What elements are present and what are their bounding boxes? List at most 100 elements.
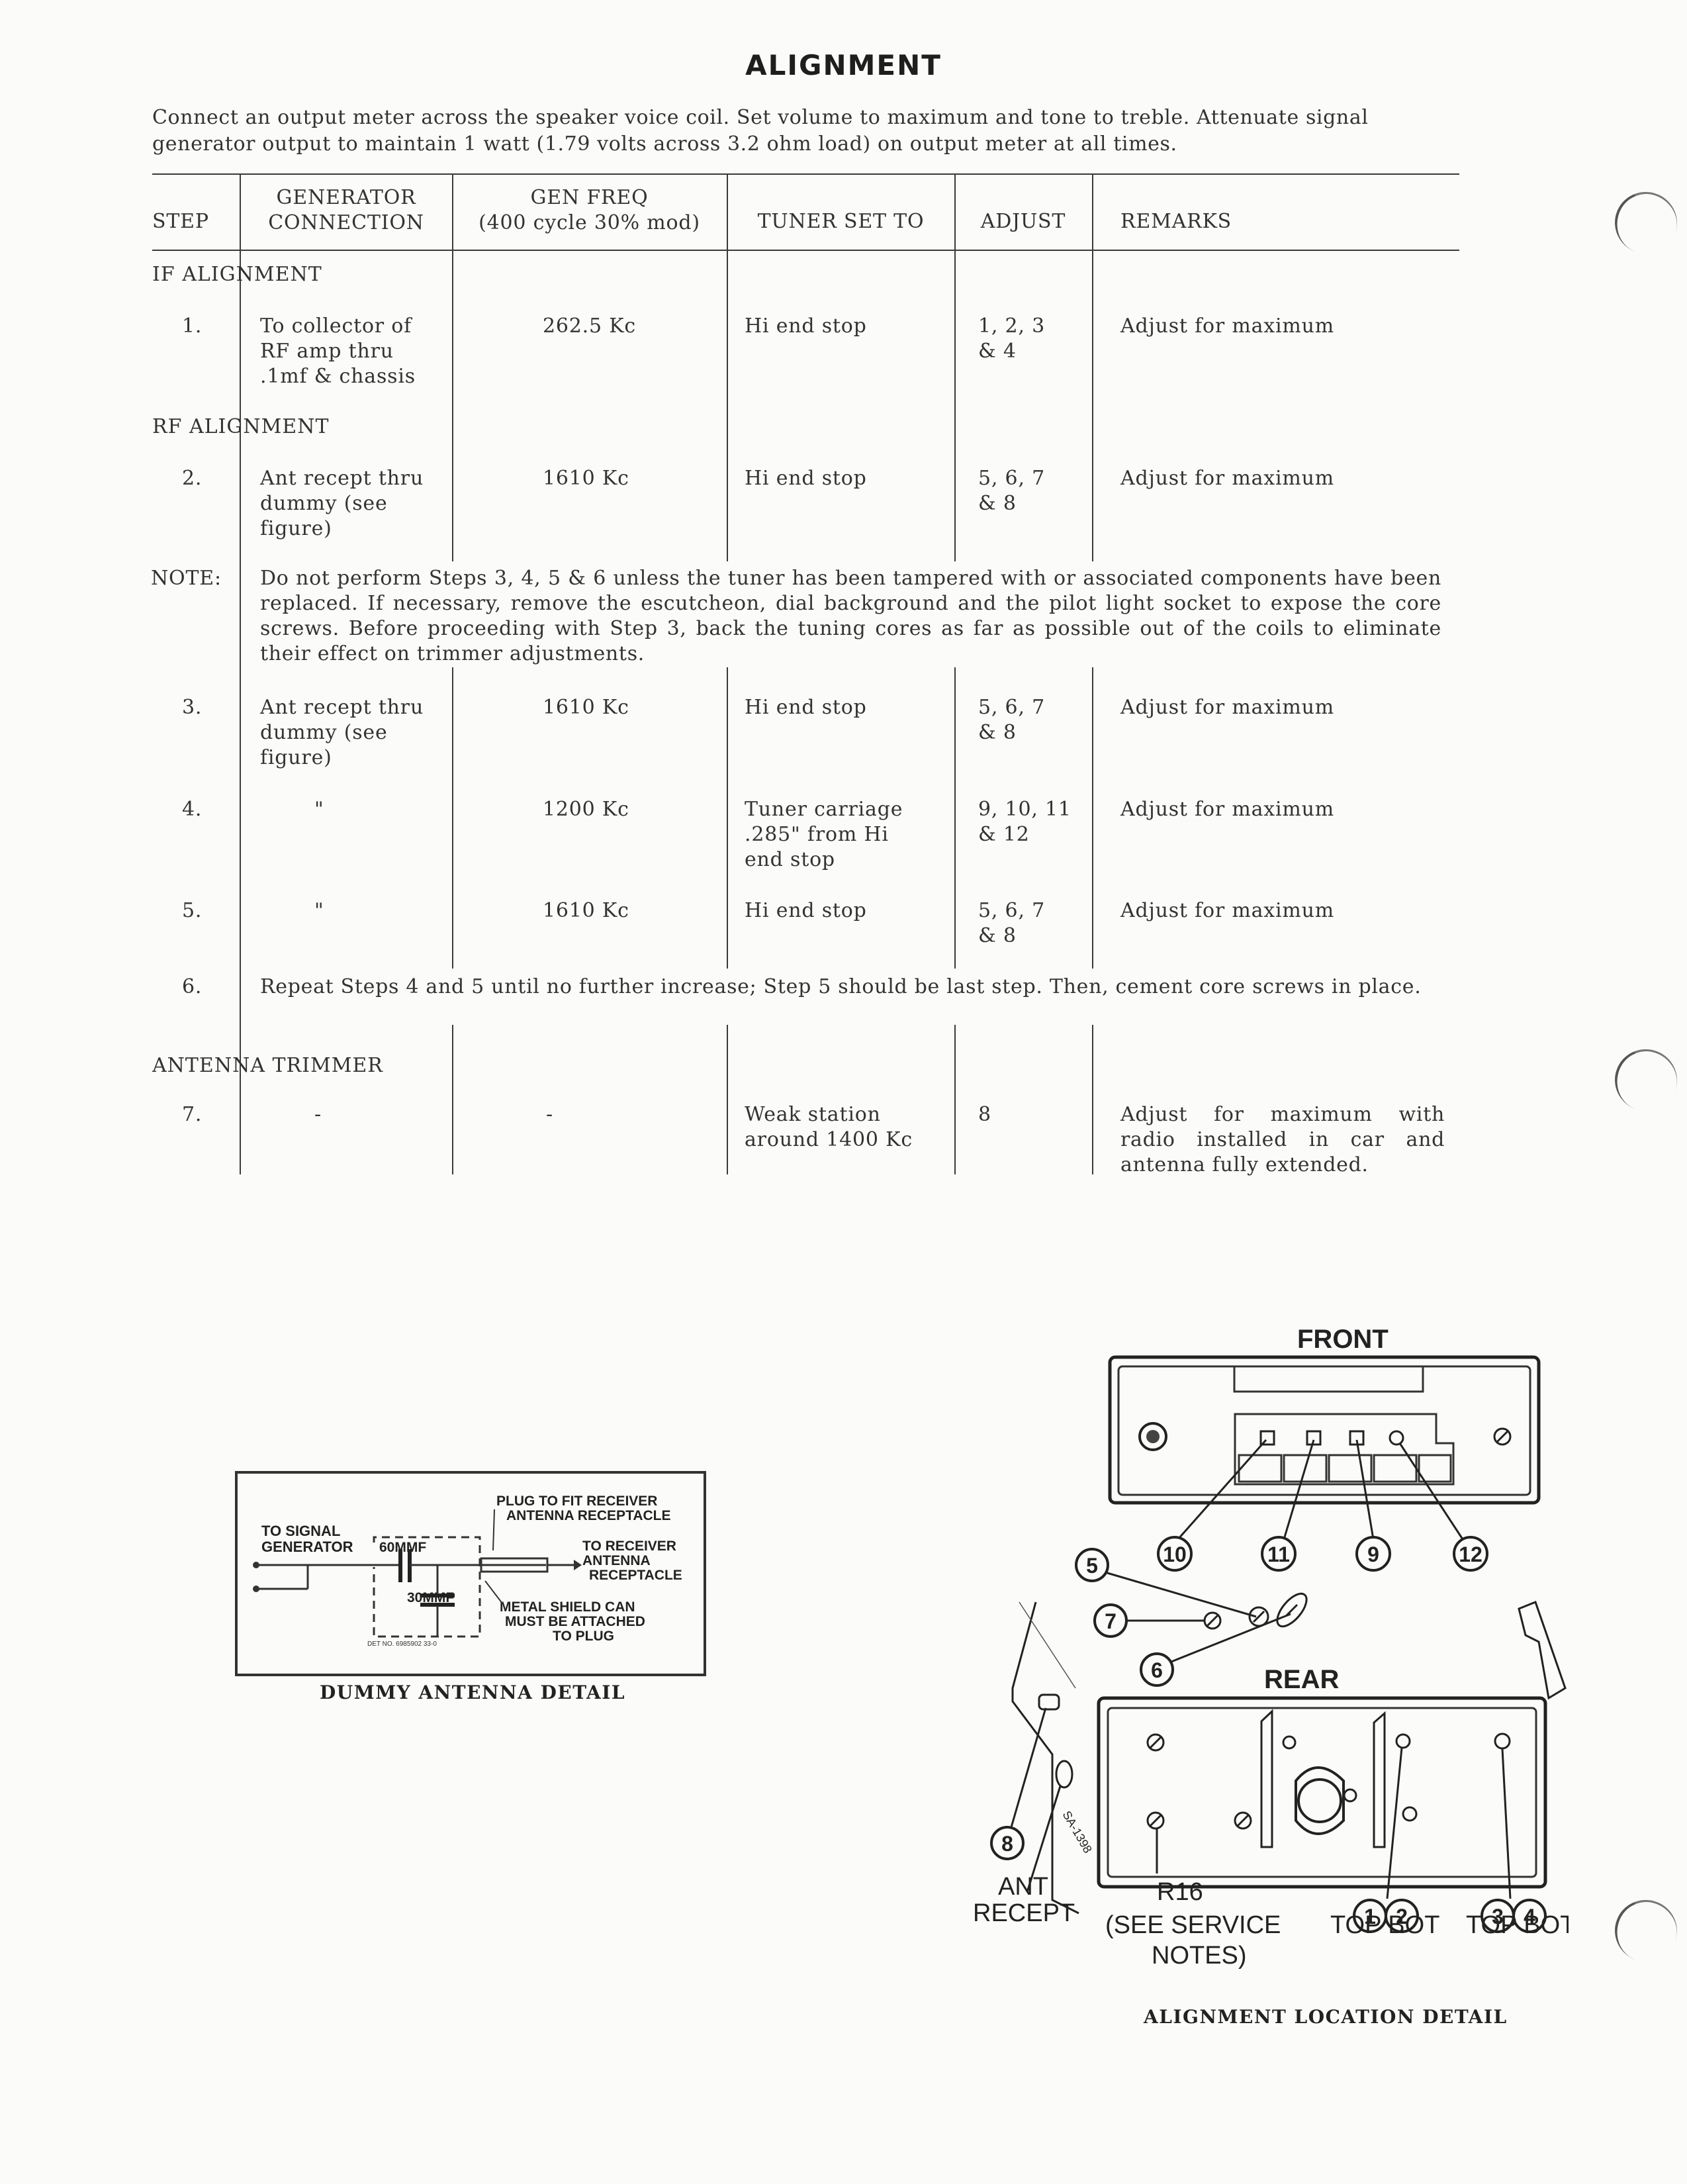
row-2-connection: Ant recept thru dummy (see figure) (260, 467, 424, 540)
row-2-freq: 1610 Kc (543, 467, 629, 490)
label-det-no: DET NO. 6985902 33-0 (367, 1640, 437, 1648)
callout-2: 2 (1396, 1905, 1408, 1928)
row-2-adjust: 5, 6, 7 & 8 (978, 467, 1046, 515)
label-to-signal: TO SIGNAL (261, 1523, 340, 1539)
callout-9: 9 (1367, 1543, 1379, 1566)
callout-11: 11 (1267, 1543, 1290, 1566)
header-tuner-set-to: TUNER SET TO (757, 210, 925, 233)
callout-5: 5 (1086, 1554, 1098, 1578)
section-if-alignment: IF ALIGNMENT (152, 263, 322, 286)
callout-8: 8 (1001, 1832, 1013, 1856)
header-generator-connection: GENERATOR CONNECTION (268, 186, 424, 234)
label-to-receiver-1: TO RECEIVER (582, 1539, 676, 1554)
row-7-connection: - (314, 1103, 322, 1126)
label-rear: REAR (1264, 1665, 1339, 1694)
row-7-freq: - (546, 1103, 553, 1126)
dummy-antenna-diagram: TO SIGNAL GENERATOR 60MMF 30MMF PLUG TO … (235, 1471, 706, 1676)
label-front: FRONT (1297, 1325, 1389, 1354)
row-3-freq: 1610 Kc (543, 696, 629, 719)
row-3-remarks: Adjust for maximum (1120, 696, 1334, 719)
header-adjust: ADJUST (980, 210, 1066, 233)
label-60mmf: 60MMF (379, 1540, 426, 1555)
row-3-connection: Ant recept thru dummy (see figure) (260, 696, 424, 769)
row-1-connection: To collector of RF amp thru .1mf & chass… (260, 314, 416, 388)
row-2-tuner: Hi end stop (745, 467, 867, 490)
dummy-antenna-caption: DUMMY ANTENNA DETAIL (320, 1682, 626, 1703)
label-r16: R16 (1157, 1878, 1203, 1906)
row-4-tuner: Tuner carriage .285" from Hi end stop (745, 798, 903, 871)
label-shield-1: METAL SHIELD CAN (500, 1599, 635, 1615)
col-divider (727, 173, 728, 1174)
row-3-adjust: 5, 6, 7 & 8 (978, 696, 1046, 744)
label-generator: GENERATOR (261, 1539, 353, 1555)
row-1-adjust: 1, 2, 3 & 4 (978, 314, 1046, 363)
row-1-step: 1. (182, 314, 203, 338)
label-to-receiver-3: RECEPTACLE (589, 1568, 682, 1583)
row-1-freq: 262.5 Kc (543, 314, 637, 338)
section-antenna-trimmer: ANTENNA TRIMMER (152, 1054, 383, 1077)
header-gen-freq: GEN FREQ (400 cycle 30% mod) (479, 186, 700, 234)
table-top-rule (152, 173, 1459, 175)
row-5-step: 5. (182, 899, 203, 922)
intro-text: Connect an output meter across the speak… (152, 106, 1369, 156)
row-4-step: 4. (182, 798, 203, 821)
row-6-text: Repeat Steps 4 and 5 until no further in… (260, 975, 1422, 998)
row-7-adjust: 8 (978, 1103, 991, 1126)
label-sa-number: SA-1398 (1060, 1809, 1095, 1856)
page-title: ALIGNMENT (745, 49, 942, 81)
row-5-adjust: 5, 6, 7 & 8 (978, 899, 1046, 947)
callout-6: 6 (1151, 1658, 1163, 1682)
row-4-connection: " (314, 798, 324, 821)
label-plug-1: PLUG TO FIT RECEIVER (496, 1494, 657, 1509)
label-see-service: (SEE SERVICE (1105, 1911, 1281, 1939)
row-5-connection: " (314, 899, 324, 922)
binder-hole-mark (1606, 183, 1686, 263)
col-divider (240, 173, 241, 1174)
note-text: Do not perform Steps 3, 4, 5 & 6 unless … (260, 567, 1441, 665)
binder-hole-mark (1606, 1040, 1686, 1120)
section-rf-alignment: RF ALIGNMENT (152, 415, 330, 438)
row-5-remarks: Adjust for maximum (1120, 899, 1334, 922)
note-label: NOTE: (151, 567, 222, 590)
row-5-freq: 1610 Kc (543, 899, 629, 922)
row-4-adjust: 9, 10, 11 & 12 (978, 798, 1071, 846)
col-divider (452, 173, 453, 1174)
step6-band (242, 969, 1459, 1025)
row-3-tuner: Hi end stop (745, 696, 867, 719)
row-1-tuner: Hi end stop (745, 314, 867, 338)
alignment-location-caption: ALIGNMENT LOCATION DETAIL (1144, 2006, 1508, 2028)
row-4-remarks: Adjust for maximum (1120, 798, 1334, 821)
row-5-tuner: Hi end stop (745, 899, 867, 922)
row-7-remarks: Adjust for maximum with radio installed … (1120, 1103, 1445, 1176)
label-notes: NOTES) (1152, 1942, 1247, 1970)
row-1-remarks: Adjust for maximum (1120, 314, 1334, 338)
note-band (242, 561, 1459, 667)
row-6-step: 6. (182, 975, 203, 998)
alignment-location-diagram: FRONT 10 11 9 12 5 7 6 (973, 1325, 1569, 1970)
col-divider (954, 173, 956, 1174)
row-7-step: 7. (182, 1103, 203, 1126)
col-divider (1092, 173, 1093, 1174)
callout-7: 7 (1105, 1609, 1117, 1633)
label-plug-2: ANTENNA RECEPTACLE (506, 1508, 671, 1523)
callout-10: 10 (1163, 1543, 1187, 1566)
callout-1: 1 (1364, 1905, 1376, 1928)
label-top-bot-1-2: TOP BOT (1330, 1911, 1439, 1939)
label-top-bot-3-4: TOP BOT (1466, 1911, 1569, 1939)
row-7-tuner: Weak station around 1400 Kc (745, 1103, 913, 1151)
label-to-receiver-2: ANTENNA (582, 1553, 651, 1568)
row-2-step: 2. (182, 467, 203, 490)
table-header-rule (152, 250, 1459, 251)
binder-hole-mark (1606, 1891, 1686, 1971)
header-remarks: REMARKS (1120, 210, 1232, 233)
row-3-step: 3. (182, 696, 203, 719)
callout-3: 3 (1492, 1905, 1504, 1928)
callout-4: 4 (1524, 1905, 1535, 1928)
label-shield-2: MUST BE ATTACHED (505, 1614, 645, 1629)
label-recept: RECEPT (973, 1899, 1075, 1927)
label-ant: ANT (998, 1873, 1048, 1901)
label-shield-3: TO PLUG (553, 1629, 614, 1644)
callout-12: 12 (1459, 1543, 1482, 1566)
row-2-remarks: Adjust for maximum (1120, 467, 1334, 490)
row-4-freq: 1200 Kc (543, 798, 629, 821)
